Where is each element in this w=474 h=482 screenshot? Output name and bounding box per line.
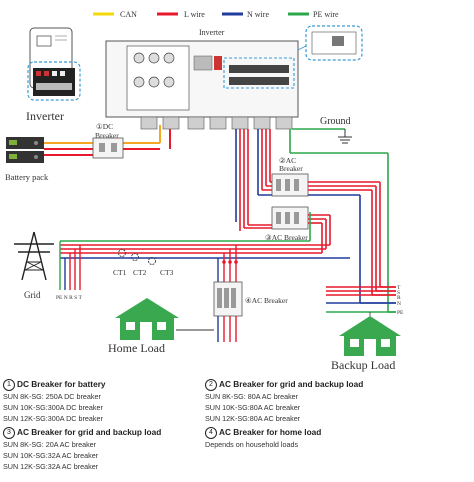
note-3-row: SUN 12K-SG:32A AC breaker (3, 462, 99, 471)
note-2-row: SUN 10K-SG:80A AC breaker (205, 403, 301, 412)
dc-breaker-label: ①DC (96, 122, 113, 131)
backup-pin-t: T (397, 285, 401, 291)
dc-breaker-label2: Breaker (95, 131, 119, 140)
backup-load-label: Backup Load (331, 358, 395, 372)
legend-l-label: L wire (184, 10, 205, 19)
backup-pin-s: S (397, 290, 400, 296)
grid-label: Grid (24, 290, 41, 300)
legend-can-label: CAN (120, 10, 137, 19)
note-1-row: SUN 12K-SG:300A DC breaker (3, 414, 103, 423)
note-4-number: 4 (205, 427, 217, 439)
note-2-row: SUN 12K-SG:80A AC breaker (205, 414, 301, 423)
backup-load-house-icon (339, 312, 401, 356)
ac-breaker-4-label: ④AC Breaker (245, 296, 288, 305)
inverter-side-label: Inverter (26, 109, 64, 123)
legend-n-label: N wire (247, 10, 269, 19)
grid-pins-label: PE N R S T (56, 295, 83, 301)
inverter-top-label: Inverter (199, 28, 225, 37)
note-2-number: 2 (205, 379, 217, 391)
note-4-row: Depends on household loads (205, 440, 299, 449)
grid-droppers (59, 241, 81, 290)
ct-clamps (118, 249, 156, 265)
grid-tower-icon (14, 231, 54, 281)
backup-pin-r: R (397, 295, 401, 301)
note-3-row: SUN 10K-SG:32A AC breaker (3, 451, 99, 460)
dc-breaker (92, 137, 124, 159)
ac-breaker-3-label: ③AC Breaker (265, 233, 308, 242)
legend-pe-label: PE wire (313, 10, 339, 19)
ac-breaker-2-label2: Breaker (279, 164, 303, 173)
note-1-row: SUN 8K-SG: 250A DC breaker (3, 392, 101, 401)
home-load-wires (176, 245, 243, 342)
cable-glands (140, 116, 293, 130)
backup-pin-n: N (397, 301, 401, 307)
note-2-row: SUN 8K-SG: 80A AC breaker (205, 392, 299, 401)
home-load-house-icon (115, 298, 179, 340)
ct3-label: CT3 (160, 268, 174, 277)
ct1-label: CT1 (113, 268, 127, 277)
backup-pins: T S R N PE (326, 285, 404, 316)
note-3-row: SUN 8K-SG: 20A AC breaker (3, 440, 97, 449)
ground-label: Ground (320, 116, 351, 127)
ground-icon (338, 129, 352, 144)
note-1-title-text: DC Breaker for battery (17, 379, 106, 390)
battery-pack-icon (6, 137, 44, 163)
comm-port-detail (297, 25, 363, 61)
note-1-row: SUN 10K-SG:300A DC breaker (3, 403, 103, 412)
note-2-title-text: AC Breaker for grid and backup load (219, 379, 364, 390)
note-4-title-text: AC Breaker for home load (219, 427, 322, 438)
note-3-number: 3 (3, 427, 15, 439)
note-1-number: 1 (3, 379, 15, 391)
backup-pin-pe: PE (397, 310, 404, 316)
ct2-label: CT2 (133, 268, 147, 277)
ac-breaker-2-label: ②AC (279, 156, 296, 165)
note-3-title-text: AC Breaker for grid and backup load (17, 427, 162, 438)
inverter-wiring-box (105, 40, 299, 118)
home-load-label: Home Load (108, 341, 165, 355)
inverter-icon (27, 27, 81, 101)
pe-wires (289, 129, 396, 313)
legend: CAN L wire N wire PE wire (93, 10, 339, 19)
battery-pack-label: Battery pack (5, 172, 49, 182)
